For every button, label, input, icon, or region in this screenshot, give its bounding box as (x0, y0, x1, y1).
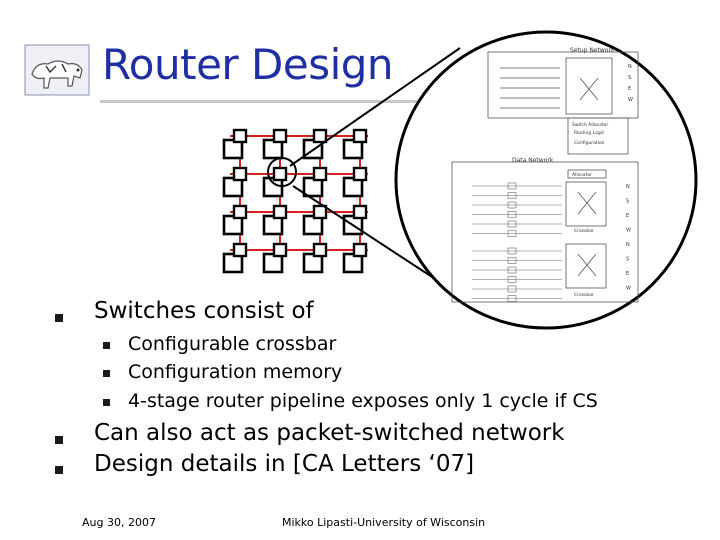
router-box (272, 128, 288, 144)
crossbar-label-top: Crossbar (574, 228, 594, 234)
port-label: W (626, 228, 631, 234)
allocator-label: Allocator (572, 172, 592, 178)
setup-network-label: Setup Network (570, 47, 615, 54)
router-box (232, 204, 248, 220)
port-label: S (626, 199, 629, 205)
bullet-marker (55, 314, 63, 322)
router-box (272, 242, 288, 258)
bullet-marker (55, 436, 63, 444)
router-box (352, 128, 368, 144)
sub-bullet-memory: Configuration memory (128, 361, 343, 383)
buffer-box (507, 211, 517, 218)
port-label: W (626, 286, 631, 292)
buffer-box (507, 192, 517, 199)
port-label: N (626, 242, 630, 248)
university-logo (24, 44, 90, 96)
configuration-label: Configuration (574, 140, 605, 146)
buffer-box (507, 257, 517, 264)
router-box (232, 242, 248, 258)
buffer-box (507, 266, 517, 274)
mesh-network-diagram (222, 128, 368, 274)
port-label: E (628, 86, 631, 92)
data-network-block (451, 161, 639, 303)
buffer-box (507, 295, 517, 302)
sub-bullet-pipeline: 4-stage router pipeline exposes only 1 c… (128, 390, 598, 412)
router-box (232, 128, 248, 144)
mesh-nodes (222, 128, 368, 274)
router-box (352, 242, 368, 258)
router-box (312, 242, 328, 258)
port-label: W (628, 97, 633, 103)
zoomed-router-highlight (267, 157, 297, 187)
footer-affiliation: Mikko Lipasti-University of Wisconsin (282, 516, 486, 529)
buffer-box (507, 285, 517, 293)
buffer-box (507, 247, 517, 255)
port-label: S (628, 75, 631, 81)
buffer-box (507, 276, 517, 283)
router-box (312, 204, 328, 220)
buffer-box (507, 182, 517, 190)
port-label: E (626, 213, 629, 219)
magnifier-circle (394, 30, 698, 330)
buffer-box (507, 220, 517, 228)
port-label: N (628, 64, 632, 70)
data-network-label: Data Network (512, 157, 554, 164)
port-label: E (626, 271, 629, 277)
buffer-box (507, 230, 517, 237)
switch-allocator-label: Switch Allocator (572, 122, 608, 128)
router-box (272, 204, 288, 220)
title-underline (100, 100, 450, 103)
router-box (312, 128, 328, 144)
port-label: N (626, 184, 630, 190)
buffer-box (507, 201, 517, 209)
slide-title: Router Design (102, 40, 394, 89)
sub-bullet-crossbar: Configurable crossbar (128, 333, 337, 355)
bullet-switches: Switches consist of (94, 298, 314, 324)
footer-date: Aug 30, 2007 (82, 516, 156, 529)
crossbar-label-bottom: Crossbar (574, 292, 594, 298)
sub-bullet-marker (103, 342, 110, 349)
router-box (232, 166, 248, 182)
setup-network-block (487, 51, 639, 155)
bullet-marker (55, 466, 63, 474)
router-box (312, 166, 328, 182)
router-box (272, 166, 288, 182)
sub-bullet-marker (103, 399, 110, 406)
router-box (352, 204, 368, 220)
router-box (352, 166, 368, 182)
port-label: S (626, 257, 629, 263)
routing-logic-label: Routing Logic (574, 130, 605, 136)
bullet-packet-switched: Can also act as packet-switched network (94, 420, 565, 446)
sub-bullet-marker (103, 370, 110, 377)
bullet-design-details: Design details in [CA Letters ‘07] (94, 451, 475, 477)
